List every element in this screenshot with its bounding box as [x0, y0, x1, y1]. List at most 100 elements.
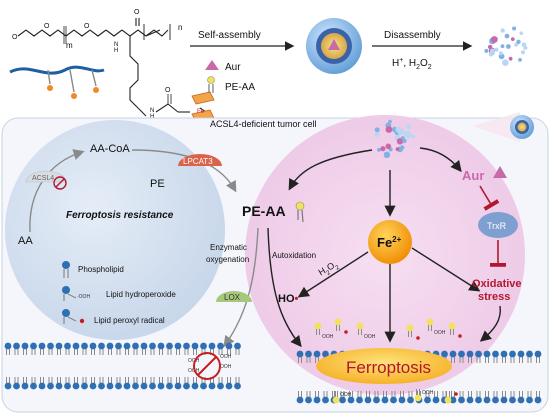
- lipid-head: [21, 342, 29, 350]
- lipid-head: [526, 396, 533, 404]
- cluster-dot: [396, 128, 401, 133]
- lipid-head: [140, 382, 148, 390]
- cluster-dot: [498, 51, 503, 56]
- lipid-head: [208, 342, 216, 350]
- peroxyl-dot: [454, 392, 458, 396]
- lipid-head: [225, 342, 233, 350]
- lipid-head: [81, 342, 88, 350]
- oxidative-label: Oxidative: [472, 278, 522, 290]
- lipid-head: [364, 396, 372, 404]
- lipid-head: [55, 342, 63, 350]
- lipid-head: [492, 350, 499, 358]
- top-panel: O O O m N H O n H N O Fe: [9, 9, 528, 123]
- lipid-head: [500, 396, 508, 404]
- legend-phospholipid: Phospholipid: [78, 265, 124, 274]
- lipid-head: [313, 396, 321, 404]
- lipid-head: [106, 342, 114, 350]
- lipid-head: [483, 396, 491, 404]
- ho-radical-label: HO•: [278, 293, 299, 305]
- cluster-dot: [484, 48, 489, 53]
- lipid-head: [132, 342, 139, 350]
- fe2-node: Fe2+: [368, 220, 412, 264]
- peroxyl-dot: [416, 336, 420, 340]
- lipid-head: [449, 396, 457, 404]
- lipid-head: [356, 322, 364, 330]
- lox-badge: LOX: [216, 291, 252, 302]
- lipid-head: [55, 382, 63, 390]
- lipid-head: [466, 350, 474, 358]
- peaa-icon: [207, 76, 215, 93]
- lpcat3-badge: LPCAT3: [178, 154, 222, 166]
- lipid-head: [475, 396, 482, 404]
- cluster-dot: [411, 134, 416, 139]
- ferroptosis-label: Ferroptosis: [346, 358, 431, 377]
- ooh-label: OOH: [364, 334, 376, 340]
- lipid-head: [492, 396, 499, 404]
- lipid-head: [149, 382, 156, 390]
- cluster-dot: [518, 58, 522, 62]
- ooh-label: OOH: [322, 334, 334, 340]
- subscript-n: n: [178, 23, 182, 32]
- svg-text:O: O: [165, 87, 171, 94]
- svg-text:H: H: [150, 114, 154, 120]
- subscript-m: m: [66, 41, 73, 50]
- disassembled-cluster-icon: [484, 26, 528, 66]
- lipid-head: [373, 396, 380, 404]
- lipid-head: [448, 322, 456, 330]
- legend-peroxyl: Lipid peroxyl radical: [94, 316, 165, 325]
- cluster-dot: [388, 119, 392, 124]
- ooh-label: OOH: [220, 354, 232, 360]
- svg-text:LOX: LOX: [224, 293, 241, 302]
- lipid-head: [81, 382, 88, 390]
- cluster-dot: [506, 44, 511, 49]
- lipid-head: [98, 382, 105, 390]
- pe-aa-lipid-icon: [295, 201, 305, 223]
- svg-text:N: N: [150, 108, 154, 114]
- lipid-head: [115, 342, 122, 350]
- stress-label: stress: [478, 291, 510, 303]
- h2o2-label: H2O2: [317, 258, 342, 280]
- cluster-dot: [489, 48, 495, 54]
- svg-text:ACSL4: ACSL4: [32, 175, 54, 182]
- cluster-dot: [402, 138, 407, 144]
- lipid-head: [424, 396, 431, 404]
- aa-label: AA: [18, 235, 33, 247]
- lipid-head: [426, 318, 434, 326]
- nanoparticle-small-icon: [472, 112, 534, 142]
- autoxidation-label: Autoxidation: [272, 251, 316, 260]
- inhibit-icon: [193, 352, 221, 380]
- disassembly-conditions: H+, H2O2: [392, 57, 432, 71]
- lipid-head: [183, 342, 190, 350]
- lipid-head: [356, 396, 363, 404]
- lipid-head: [38, 382, 46, 390]
- svg-text:O: O: [12, 34, 18, 41]
- cluster-dot: [380, 146, 386, 152]
- lipid-head: [322, 396, 329, 404]
- polymer-cartoon-icon: [9, 65, 105, 99]
- lipid-head: [390, 396, 397, 404]
- cluster-dot: [504, 33, 510, 39]
- ferroptosis-node: Ferroptosis: [316, 348, 452, 384]
- lipid-head: [483, 350, 491, 358]
- lipid-head: [174, 382, 182, 390]
- pe-label: PE: [150, 178, 165, 190]
- aur-cell-triangle-icon: [493, 166, 507, 178]
- ferroptosis-resistance-label: Ferroptosis resistance: [66, 210, 174, 221]
- disassembly-label: Disassembly: [384, 30, 441, 41]
- cluster-dot: [374, 132, 380, 137]
- lipid-head: [123, 342, 131, 350]
- lipid-head: [305, 396, 312, 404]
- lipid-head: [441, 350, 448, 358]
- lipid-head: [89, 382, 97, 390]
- lipid-head: [89, 342, 97, 350]
- ooh-label: OOH: [340, 392, 352, 398]
- lipid-head: [296, 396, 304, 404]
- lipid-head: [381, 396, 389, 404]
- cluster-dot: [523, 45, 528, 50]
- lipid-head: [305, 350, 312, 358]
- lipid-head: [30, 382, 37, 390]
- lipid-head: [21, 382, 29, 390]
- lipid-head: [115, 382, 122, 390]
- lipid-head: [47, 382, 54, 390]
